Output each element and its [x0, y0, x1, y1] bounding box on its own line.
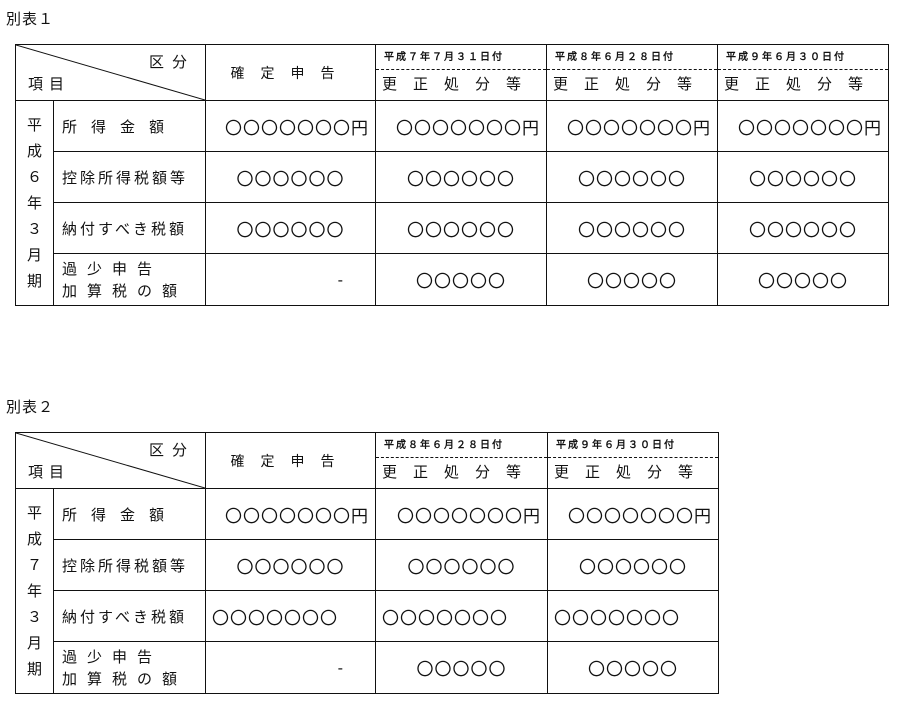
header-title: 更正処分等	[724, 75, 880, 93]
row-label-nofu: 納付すべき税額	[53, 590, 206, 642]
cell-value: 〇〇〇〇〇〇	[547, 539, 719, 591]
table1: 区分 項目 確定申告 平成７年７月３１日付 更正処分等 平成８年６月２８日付 更…	[15, 44, 889, 306]
header-date: 平成９年６月３０日付	[548, 435, 718, 458]
diagonal-divider	[16, 433, 205, 488]
cell-value: 〇〇〇〇〇〇〇円	[375, 488, 548, 540]
header-h9-0630: 平成９年６月３０日付 更正処分等	[547, 432, 719, 489]
header-h7-0731: 平成７年７月３１日付 更正処分等	[375, 44, 547, 101]
table-row: 納付すべき税額 〇〇〇〇〇〇 〇〇〇〇〇〇 〇〇〇〇〇〇 〇〇〇〇〇〇	[16, 202, 889, 254]
corner-kubun-label: 区分	[148, 441, 195, 459]
table1-header-row: 区分 項目 確定申告 平成７年７月３１日付 更正処分等 平成８年６月２８日付 更…	[15, 44, 889, 101]
header-date: 平成９年６月３０日付	[718, 47, 888, 70]
header-h8-0628: 平成８年６月２８日付 更正処分等	[546, 44, 718, 101]
cell-value: 〇〇〇〇〇〇	[375, 202, 547, 254]
cell-value: -	[205, 253, 376, 306]
table-row: 控除所得税額等 〇〇〇〇〇〇 〇〇〇〇〇〇 〇〇〇〇〇〇 〇〇〇〇〇〇	[16, 151, 889, 203]
cell-value: 〇〇〇〇〇〇	[375, 151, 547, 203]
corner-kubun-label: 区分	[148, 53, 195, 71]
header-date: 平成８年６月２８日付	[547, 47, 717, 70]
row-label-kojo: 控除所得税額等	[53, 539, 206, 591]
header-title: 更正処分等	[553, 75, 709, 93]
cell-value: 〇〇〇〇〇	[547, 641, 719, 694]
cell-value: 〇〇〇〇〇	[375, 641, 548, 694]
diagonal-divider	[16, 45, 205, 100]
table2-corner-cell: 区分 項目	[15, 432, 206, 489]
header-h8-0628: 平成８年６月２８日付 更正処分等	[375, 432, 548, 489]
table-row: 過少申告 加算税の額 - 〇〇〇〇〇 〇〇〇〇〇	[16, 641, 719, 694]
header-title: 更正処分等	[382, 75, 538, 93]
row-label-kasho: 過少申告 加算税の額	[53, 253, 206, 306]
header-kakutei-shinkoku: 確定申告	[205, 44, 376, 101]
table2-header-row: 区分 項目 確定申告 平成８年６月２８日付 更正処分等 平成９年６月３０日付 更…	[15, 432, 719, 489]
row-label-shotoku: 所得金額	[53, 100, 206, 152]
header-title: 更正処分等	[382, 463, 538, 481]
cell-value: 〇〇〇〇〇〇〇	[375, 590, 548, 642]
cell-value: 〇〇〇〇〇〇〇円	[205, 100, 376, 152]
cell-value: 〇〇〇〇〇	[717, 253, 889, 306]
cell-value: 〇〇〇〇〇〇〇	[547, 590, 719, 642]
cell-value: 〇〇〇〇〇〇〇円	[205, 488, 376, 540]
cell-value: -	[205, 641, 376, 694]
cell-value: 〇〇〇〇〇〇	[205, 539, 376, 591]
header-date: 平成７年７月３１日付	[376, 47, 546, 70]
header-title: 更正処分等	[554, 463, 710, 481]
cell-value: 〇〇〇〇〇〇〇円	[375, 100, 547, 152]
table1-caption: 別表１	[6, 10, 55, 28]
header-h9-0630: 平成９年６月３０日付 更正処分等	[717, 44, 889, 101]
table-row: 過少申告 加算税の額 - 〇〇〇〇〇 〇〇〇〇〇 〇〇〇〇〇	[16, 253, 889, 306]
table2: 区分 項目 確定申告 平成８年６月２８日付 更正処分等 平成９年６月３０日付 更…	[15, 432, 719, 694]
row-label-kojo: 控除所得税額等	[53, 151, 206, 203]
cell-value: 〇〇〇〇〇〇	[546, 202, 718, 254]
cell-value: 〇〇〇〇〇〇	[205, 202, 376, 254]
row-label-nofu: 納付すべき税額	[53, 202, 206, 254]
table-row: 納付すべき税額 〇〇〇〇〇〇〇 〇〇〇〇〇〇〇 〇〇〇〇〇〇〇	[16, 590, 719, 642]
table-row: 控除所得税額等 〇〇〇〇〇〇 〇〇〇〇〇〇 〇〇〇〇〇〇	[16, 539, 719, 591]
cell-value: 〇〇〇〇〇〇	[205, 151, 376, 203]
header-date: 平成８年６月２８日付	[376, 435, 547, 458]
cell-value: 〇〇〇〇〇〇	[375, 539, 548, 591]
table2-caption: 別表２	[6, 398, 55, 416]
cell-value: 〇〇〇〇〇	[375, 253, 547, 306]
row-label-kasho: 過少申告 加算税の額	[53, 641, 206, 694]
row-label-shotoku: 所得金額	[53, 488, 206, 540]
cell-value: 〇〇〇〇〇〇〇	[205, 590, 376, 642]
corner-komoku-label: 項目	[28, 463, 71, 481]
cell-value: 〇〇〇〇〇〇〇円	[546, 100, 718, 152]
corner-komoku-label: 項目	[28, 75, 71, 93]
table1-corner-cell: 区分 項目	[15, 44, 206, 101]
header-kakutei-shinkoku: 確定申告	[205, 432, 376, 489]
cell-value: 〇〇〇〇〇〇〇円	[547, 488, 719, 540]
cell-value: 〇〇〇〇〇〇	[717, 151, 889, 203]
cell-value: 〇〇〇〇〇〇	[546, 151, 718, 203]
cell-value: 〇〇〇〇〇〇	[717, 202, 889, 254]
cell-value: 〇〇〇〇〇〇〇円	[717, 100, 889, 152]
cell-value: 〇〇〇〇〇	[546, 253, 718, 306]
